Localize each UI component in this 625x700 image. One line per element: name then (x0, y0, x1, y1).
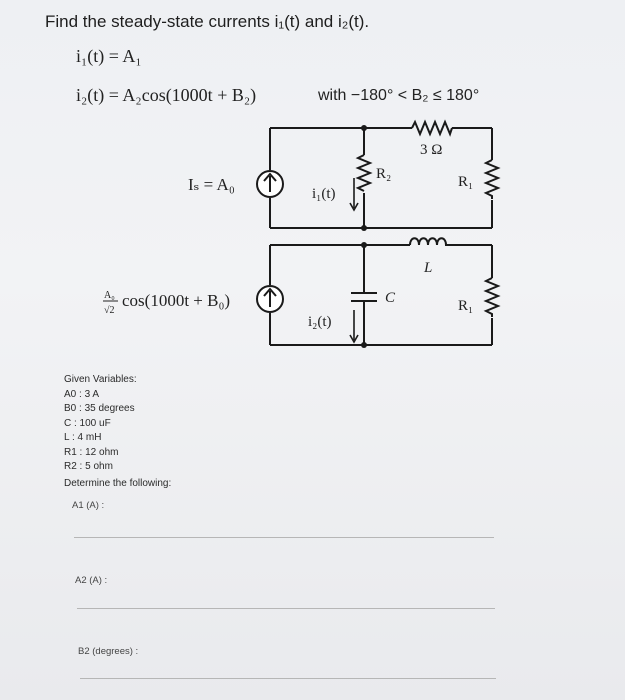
given-l: L : 4 mH (64, 432, 102, 443)
given-heading: Given Variables: (64, 374, 137, 385)
given-variables: Given Variables: A0 : 3 A B0 : 35 degree… (64, 373, 171, 491)
resistor-r1-top (483, 159, 501, 199)
b2-input[interactable] (80, 678, 496, 679)
resistor-3ohm (411, 119, 453, 137)
equation-i1: i₁(t) = A₁ (76, 46, 142, 66)
i1-arrow (349, 178, 359, 212)
resistor-r2 (355, 154, 373, 192)
determine-heading: Determine the following: (64, 477, 172, 489)
problem-title: Find the steady-state currents i₁(t) and… (45, 12, 370, 31)
i2-arrow (349, 310, 359, 344)
source1-label: Iₛ = A₀ (188, 175, 235, 194)
r1-top-label: R₁ (458, 174, 473, 190)
phase-constraint: with −180° < B₂ ≤ 180° (318, 87, 480, 104)
a1-label: A1 (A) : (72, 500, 105, 511)
resistor-r1-bottom (483, 277, 501, 317)
source2-coef-num: A₀ (104, 290, 115, 301)
r2-label: R₂ (376, 166, 391, 182)
source2-coef-den: √2 (104, 305, 115, 316)
a1-input[interactable] (74, 537, 494, 538)
given-a0: A0 : 3 A (64, 388, 100, 400)
given-b0: B0 : 35 degrees (64, 403, 135, 414)
a2-input[interactable] (77, 608, 495, 609)
current-source-2 (256, 285, 284, 313)
a2-label: A2 (A) : (75, 575, 108, 586)
r1-bottom-label: R₁ (458, 298, 473, 314)
c-label: C (385, 290, 396, 306)
given-r1: R1 : 12 ohm (64, 446, 119, 458)
current-source-1 (256, 170, 284, 198)
given-c: C : 100 uF (64, 417, 111, 429)
r3-label: 3 Ω (420, 142, 442, 158)
b2-label: B2 (degrees) : (78, 646, 139, 657)
inductor-l (409, 237, 452, 246)
source2-label: cos(1000t + B₀) (122, 291, 230, 310)
given-r2: R2 : 5 ohm (64, 461, 113, 472)
equation-i2: i₂(t) = A₂cos(1000t + B₂) (76, 85, 257, 105)
i1-label: i₁(t) (312, 186, 336, 202)
i2-label: i₂(t) (308, 314, 332, 330)
l-label: L (423, 260, 432, 276)
